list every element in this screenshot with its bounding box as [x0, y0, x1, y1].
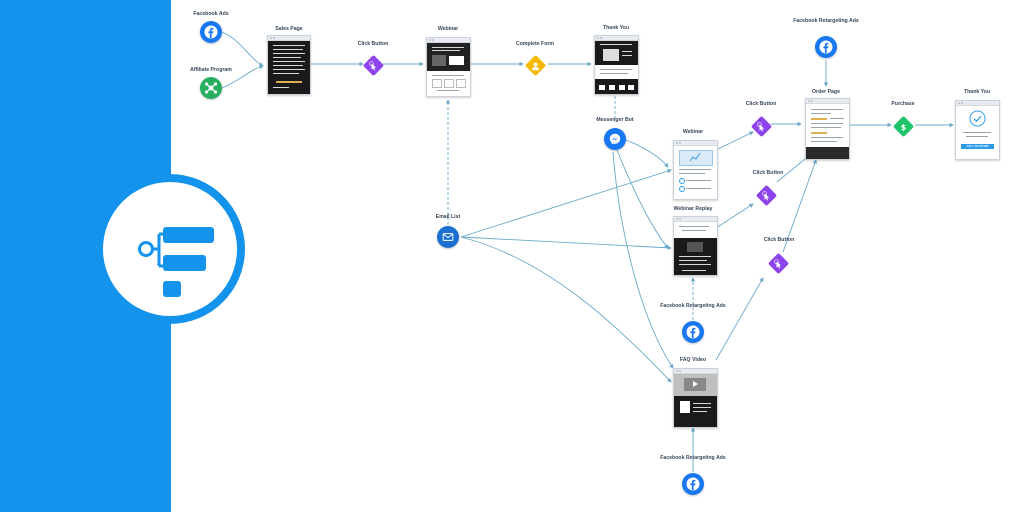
logo-disc — [103, 182, 237, 316]
edge-messenger-webinarmid — [625, 139, 669, 168]
edge-affiliate-sales — [221, 64, 264, 89]
thank-you-2-label: Thank You — [963, 89, 991, 95]
side-panel — [0, 0, 245, 512]
edge-email-faq — [460, 236, 672, 383]
facebook-icon — [686, 325, 700, 339]
dollar-icon: $ — [901, 123, 907, 132]
chart-thumbnail-icon — [689, 152, 701, 162]
cursor-icon — [774, 258, 782, 268]
checkmark-icon — [969, 110, 986, 127]
thank-you-1-label: Thank You — [602, 25, 630, 31]
click-button-2-label: Click Button — [745, 101, 777, 107]
edge-replay-click3 — [715, 203, 754, 229]
thank-you-1-node[interactable] — [594, 35, 639, 95]
sales-page-label: Sales Page — [275, 26, 303, 32]
facebook-ads-label: Facebook Ads — [193, 11, 229, 17]
complete-form-label: Complete Form — [515, 41, 555, 47]
fb-retargeting-top-node[interactable] — [815, 36, 837, 58]
click-button-1-label: Click Button — [357, 41, 389, 47]
user-icon — [532, 61, 539, 70]
cursor-icon — [757, 121, 765, 131]
fb-retargeting-mid-node[interactable] — [682, 321, 704, 343]
click-button-4-label: Click Button — [763, 237, 795, 243]
fb-retargeting-mid-label: Facebook Retargeting Ads — [660, 303, 726, 309]
svg-text:$: $ — [901, 123, 907, 132]
webinar-top-node[interactable] — [426, 37, 471, 97]
funnel-flow-icon — [138, 227, 214, 297]
click-button-3-node[interactable] — [755, 184, 778, 207]
play-icon — [693, 381, 698, 387]
facebook-icon — [819, 40, 833, 54]
webinar-replay-label: Webinar Replay — [673, 206, 713, 212]
click-button-4-node[interactable] — [767, 252, 790, 275]
webinar-top-label: Webinar — [437, 26, 459, 32]
network-icon — [204, 82, 218, 94]
messenger-bot-node[interactable] — [604, 128, 626, 150]
webinar-mid-node[interactable] — [673, 140, 718, 200]
thank-you-2-node[interactable]: CALL TO ACTION — [955, 100, 1000, 160]
messenger-bot-label: Messenger Bot — [596, 117, 634, 123]
purchase-label: Purchase — [891, 101, 915, 107]
click-button-2-node[interactable] — [750, 115, 773, 138]
edge-fbads-sales — [221, 31, 264, 67]
edge-messenger-replay — [616, 149, 669, 249]
facebook-icon — [686, 477, 700, 491]
click-button-3-label: Click Button — [752, 170, 784, 176]
edge-webinarmid-click2 — [715, 131, 754, 151]
faq-video-node[interactable] — [673, 368, 718, 428]
fb-retargeting-bottom-node[interactable] — [682, 473, 704, 495]
funnel-canvas: Facebook Ads Affiliate Program Sales Pag… — [171, 0, 1024, 512]
complete-form-node[interactable] — [524, 54, 547, 77]
webinar-mid-label: Webinar — [682, 129, 704, 135]
sales-page-node[interactable] — [267, 35, 311, 95]
logo-badge — [95, 174, 245, 324]
affiliate-program-label: Affiliate Program — [190, 67, 232, 73]
connector-layer — [221, 31, 954, 472]
mail-icon — [442, 233, 454, 241]
affiliate-program-node[interactable] — [200, 77, 222, 99]
order-page-label: Order Page — [812, 89, 840, 95]
cursor-icon — [762, 190, 770, 200]
purchase-node[interactable]: $ — [892, 115, 915, 138]
email-list-label: Email List — [435, 214, 461, 220]
messenger-icon — [609, 133, 621, 145]
edge-faq-click4 — [715, 277, 764, 361]
fb-retargeting-top-label: Facebook Retargeting Ads — [793, 18, 859, 24]
facebook-ads-node[interactable] — [200, 21, 222, 43]
call-to-action-button[interactable]: CALL TO ACTION — [961, 144, 994, 149]
webinar-replay-node[interactable] — [673, 216, 718, 276]
faq-video-label: FAQ Video — [679, 357, 707, 363]
edge-email-replay — [460, 236, 672, 251]
order-page-node[interactable] — [805, 98, 850, 160]
edge-click4-order — [782, 159, 817, 253]
edge-messenger-faq — [612, 151, 674, 369]
click-button-1-node[interactable] — [362, 54, 385, 77]
email-list-node[interactable] — [437, 226, 459, 248]
edge-email-webinarmid — [460, 168, 672, 238]
facebook-icon — [204, 25, 218, 39]
fb-retargeting-bottom-label: Facebook Retargeting Ads — [660, 455, 726, 461]
cursor-icon — [369, 60, 377, 70]
